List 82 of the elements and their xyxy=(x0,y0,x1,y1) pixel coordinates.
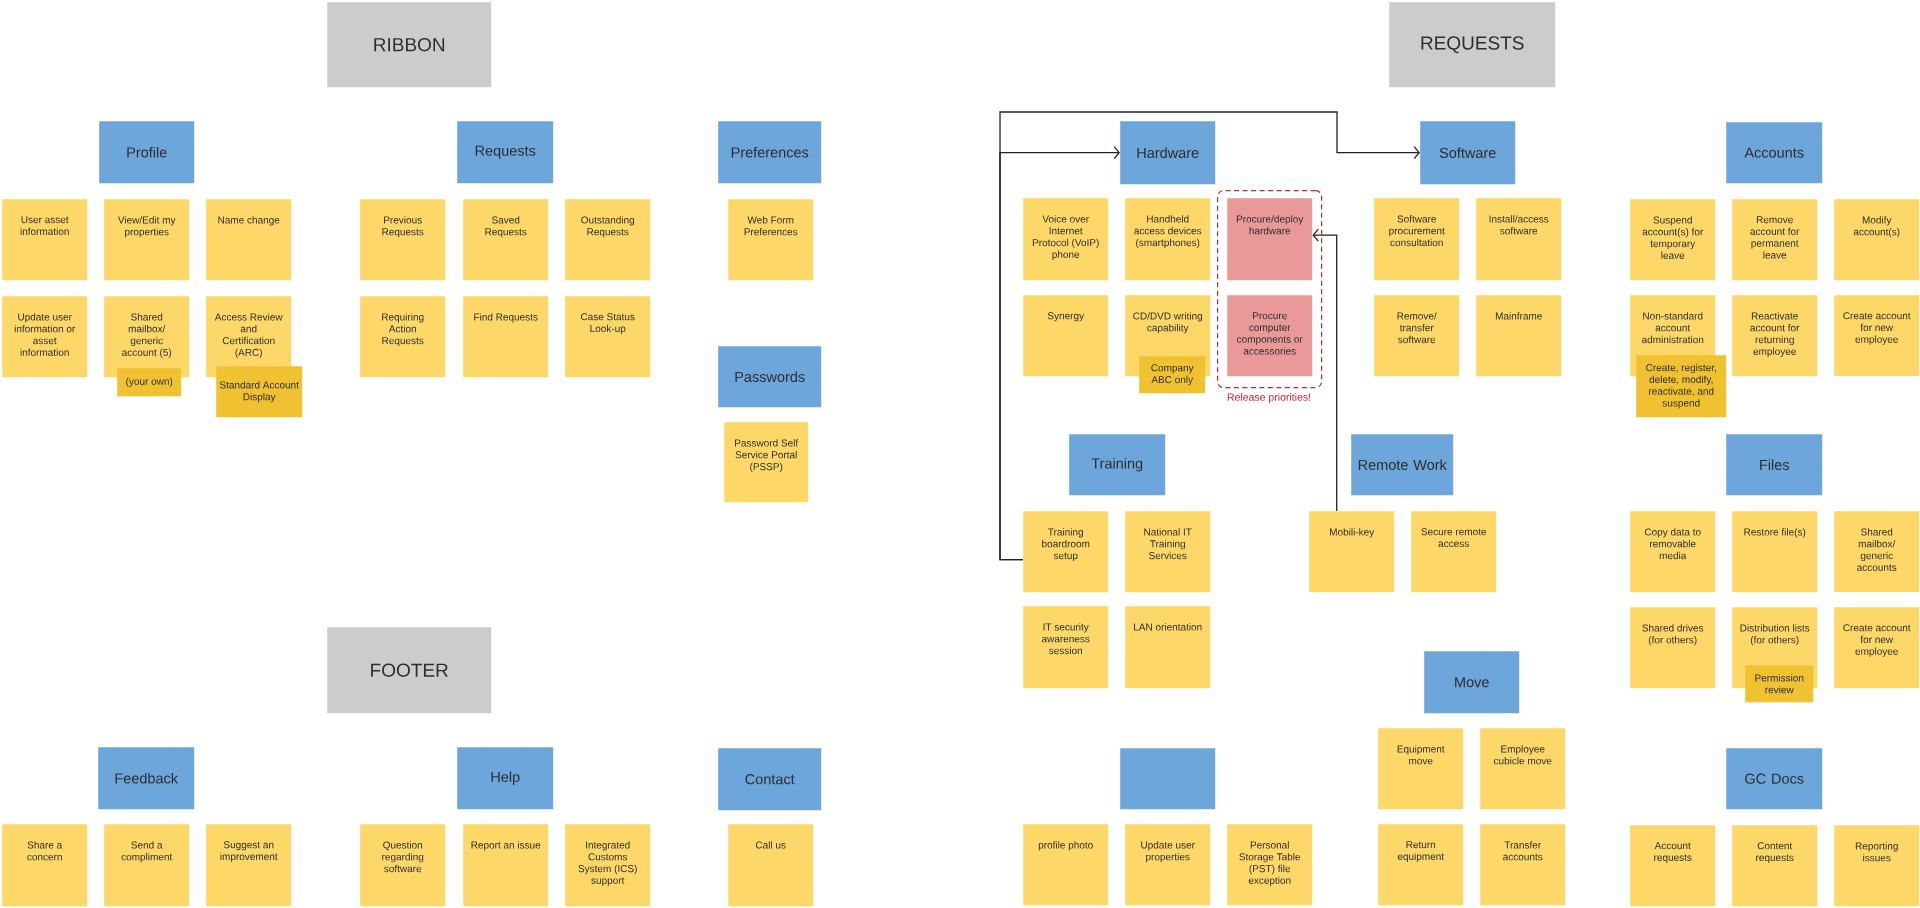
sticky-note: Equipment move xyxy=(1378,728,1464,810)
heading-note: Profile xyxy=(99,121,195,184)
sticky-note: Personal Storage Table (PST) file exception xyxy=(1227,824,1313,906)
sticky-note: Reporting issues xyxy=(1834,825,1920,907)
heading-note: Training xyxy=(1069,434,1166,496)
section-title: FOOTER xyxy=(327,627,492,714)
sticky-note: Send a compliment xyxy=(104,824,190,907)
sticky-note: Training boardroom setup xyxy=(1023,511,1109,593)
heading-note xyxy=(1120,748,1216,810)
heading-note: GC Docs xyxy=(1726,748,1823,810)
sticky-note: Outstanding Requests xyxy=(565,199,651,281)
sticky-note: Shared mailbox/ generic accounts xyxy=(1834,511,1920,593)
sticky-note: Call us xyxy=(728,824,814,907)
heading-note: Requests xyxy=(457,121,554,184)
sticky-note: Modify account(s) xyxy=(1834,199,1920,281)
connector-arrow xyxy=(1312,228,1338,512)
sticky-note: Procure/deploy hardware xyxy=(1227,198,1313,281)
sticky-note: Restore file(s) xyxy=(1732,511,1818,593)
sticky-note: National IT Training Services xyxy=(1125,511,1211,593)
sticky-note: Question regarding software xyxy=(360,824,446,907)
tag-note: Permission review xyxy=(1745,665,1814,703)
sticky-note: Procure computer components or accessories xyxy=(1227,295,1313,377)
sticky-note: IT security awareness session xyxy=(1023,606,1109,689)
sticky-note: Report an issue xyxy=(463,824,549,907)
sticky-note: Integrated Customs System (ICS) support xyxy=(565,824,651,907)
sticky-note: Account requests xyxy=(1630,825,1716,907)
tag-note: Company ABC only xyxy=(1139,356,1206,394)
sticky-note: Reactivate account for returning employee xyxy=(1732,295,1818,377)
heading-note: Files xyxy=(1726,434,1823,496)
heading-note: Contact xyxy=(718,748,822,811)
sticky-note: Copy data to removable media xyxy=(1630,511,1716,593)
sticky-note: Mobili-key xyxy=(1309,511,1395,593)
sticky-note: Requiring Action Requests xyxy=(360,296,446,378)
sticky-note: Transfer accounts xyxy=(1480,824,1566,906)
sticky-note: Shared drives (for others) xyxy=(1630,607,1716,689)
sticky-note: Password Self Service Portal (PSSP) xyxy=(724,422,809,503)
sticky-note: Return equipment xyxy=(1378,824,1464,906)
sticky-note: Employee cubicle move xyxy=(1480,728,1566,810)
sticky-note: View/Edit my properties xyxy=(104,199,190,281)
sticky-note: Create account for new employee xyxy=(1834,295,1920,377)
sticky-note: Update user information or asset information xyxy=(2,296,88,378)
sticky-note: Update user properties xyxy=(1125,824,1211,906)
sticky-note: Find Requests xyxy=(463,296,549,378)
connector-arrow xyxy=(999,111,1420,561)
sticky-note: Content requests xyxy=(1732,825,1818,907)
heading-note: Preferences xyxy=(718,121,822,184)
tag-note: Standard Account Display xyxy=(216,366,303,418)
sticky-note: Voice over Internet Protocol (VoIP) phone xyxy=(1023,198,1109,281)
tag-note: Create, register, delete, modify, reactivate, and suspend xyxy=(1636,355,1727,418)
sticky-note: profile photo xyxy=(1023,824,1109,906)
sticky-note: Suspend account(s) for temporary leave xyxy=(1630,199,1716,281)
sticky-note: Share a concern xyxy=(2,824,88,907)
sticky-note: Suggest an improvement xyxy=(206,824,292,907)
sticky-note: Shared mailbox/ generic account (5) xyxy=(104,296,190,378)
sticky-note: Handheld access devices (smartphones) xyxy=(1125,198,1211,281)
heading-note: Hardware xyxy=(1120,121,1216,185)
sticky-note: Synergy xyxy=(1023,295,1109,377)
tag-note: (your own) xyxy=(117,368,182,397)
sticky-note: Name change xyxy=(206,199,292,281)
sticky-note: Remove account for permanent leave xyxy=(1732,199,1818,281)
sticky-note: Remove/ transfer software xyxy=(1374,295,1460,377)
sticky-note: Secure remote access xyxy=(1411,511,1497,593)
sticky-note: Previous Requests xyxy=(360,199,446,281)
sticky-note: Mainframe xyxy=(1476,295,1562,377)
sticky-note: Install/access software xyxy=(1476,198,1562,281)
sticky-note: Software procurement consultation xyxy=(1374,198,1460,281)
node-label: Release priorities! xyxy=(1227,393,1311,403)
sticky-note: User asset information xyxy=(2,199,88,281)
heading-note: Accounts xyxy=(1726,122,1823,184)
sticky-note: Saved Requests xyxy=(463,199,549,281)
sticky-note: LAN orientation xyxy=(1125,606,1211,689)
sticky-note: Create account for new employee xyxy=(1834,607,1920,689)
sticky-note: Web Form Preferences xyxy=(728,199,814,281)
section-title: RIBBON xyxy=(327,2,492,88)
heading-note: Software xyxy=(1420,121,1516,185)
heading-note: Feedback xyxy=(98,747,195,810)
heading-note: Passwords xyxy=(718,346,822,408)
section-title: REQUESTS xyxy=(1389,2,1556,88)
heading-note: Help xyxy=(457,747,554,810)
sticky-note: Case Status Look-up xyxy=(565,296,651,378)
heading-note: Remote Work xyxy=(1351,434,1454,496)
heading-note: Move xyxy=(1424,651,1520,714)
